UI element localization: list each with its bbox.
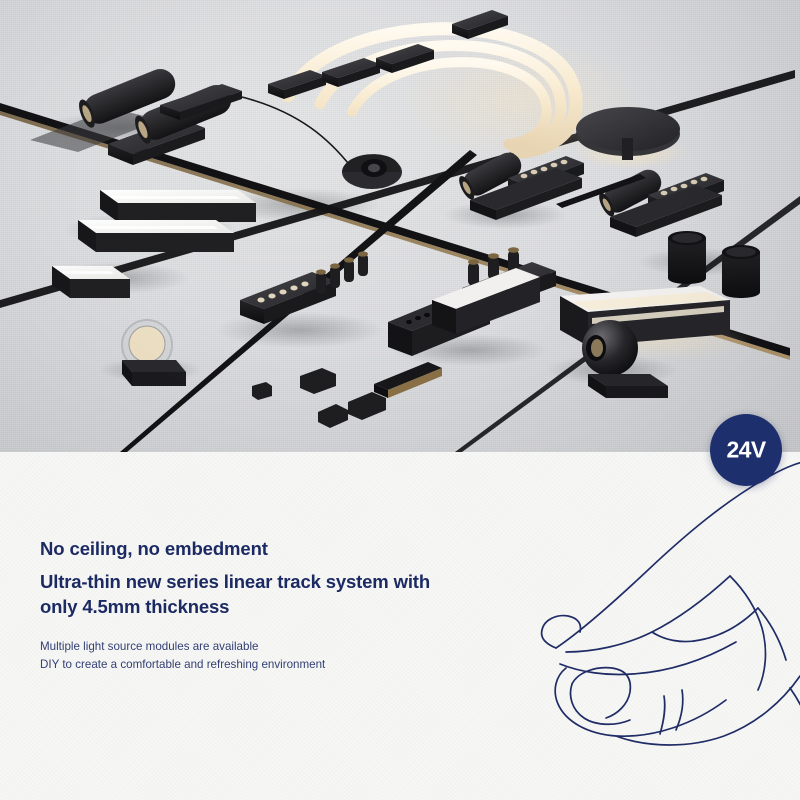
round-glass-module bbox=[121, 319, 186, 386]
hero-product-photo bbox=[0, 0, 800, 452]
small-connector-parts bbox=[252, 362, 442, 428]
subtext-block: Multiple light source modules are availa… bbox=[40, 638, 460, 673]
hand-pinching-track-illustration bbox=[540, 461, 800, 746]
feature-panel: No ceiling, no embedment Ultra-thin new … bbox=[0, 452, 800, 800]
cone-reflector-module bbox=[342, 154, 402, 189]
cylinder-shade bbox=[668, 231, 706, 284]
voltage-badge-label: 24V bbox=[726, 436, 766, 462]
track-rail-stub bbox=[556, 174, 646, 208]
twin-cylinder-spotlight bbox=[30, 69, 232, 165]
neon-end-connector bbox=[376, 44, 434, 73]
subtext-line-1: Multiple light source modules are availa… bbox=[40, 640, 259, 653]
linear-bar-module bbox=[100, 190, 256, 222]
headline-line-2: Ultra-thin new series linear track syste… bbox=[40, 570, 430, 618]
sphere-gimbal-spotlight bbox=[582, 320, 668, 398]
disc-pendant-light bbox=[574, 107, 686, 169]
linear-bar-module bbox=[78, 220, 234, 252]
neon-end-connector bbox=[268, 70, 326, 99]
hero-render-artwork bbox=[0, 10, 800, 452]
spotlight-cluster bbox=[459, 152, 724, 237]
voltage-badge: 24V bbox=[710, 414, 782, 486]
panel-texture bbox=[0, 452, 800, 800]
wireless-driver-module bbox=[160, 84, 353, 169]
linear-lens-module bbox=[432, 268, 540, 334]
grille-connector-module bbox=[240, 251, 368, 324]
subtext-line-2: DIY to create a comfortable and refreshi… bbox=[40, 657, 326, 671]
linear-bar-module bbox=[52, 266, 130, 298]
cylinder-shade bbox=[722, 245, 760, 298]
headline-line-1: No ceiling, no embedment bbox=[40, 538, 268, 559]
headline-block: No ceiling, no embedment Ultra-thin new … bbox=[40, 536, 510, 620]
neon-end-connector bbox=[322, 58, 380, 87]
neon-end-connector bbox=[452, 10, 508, 39]
